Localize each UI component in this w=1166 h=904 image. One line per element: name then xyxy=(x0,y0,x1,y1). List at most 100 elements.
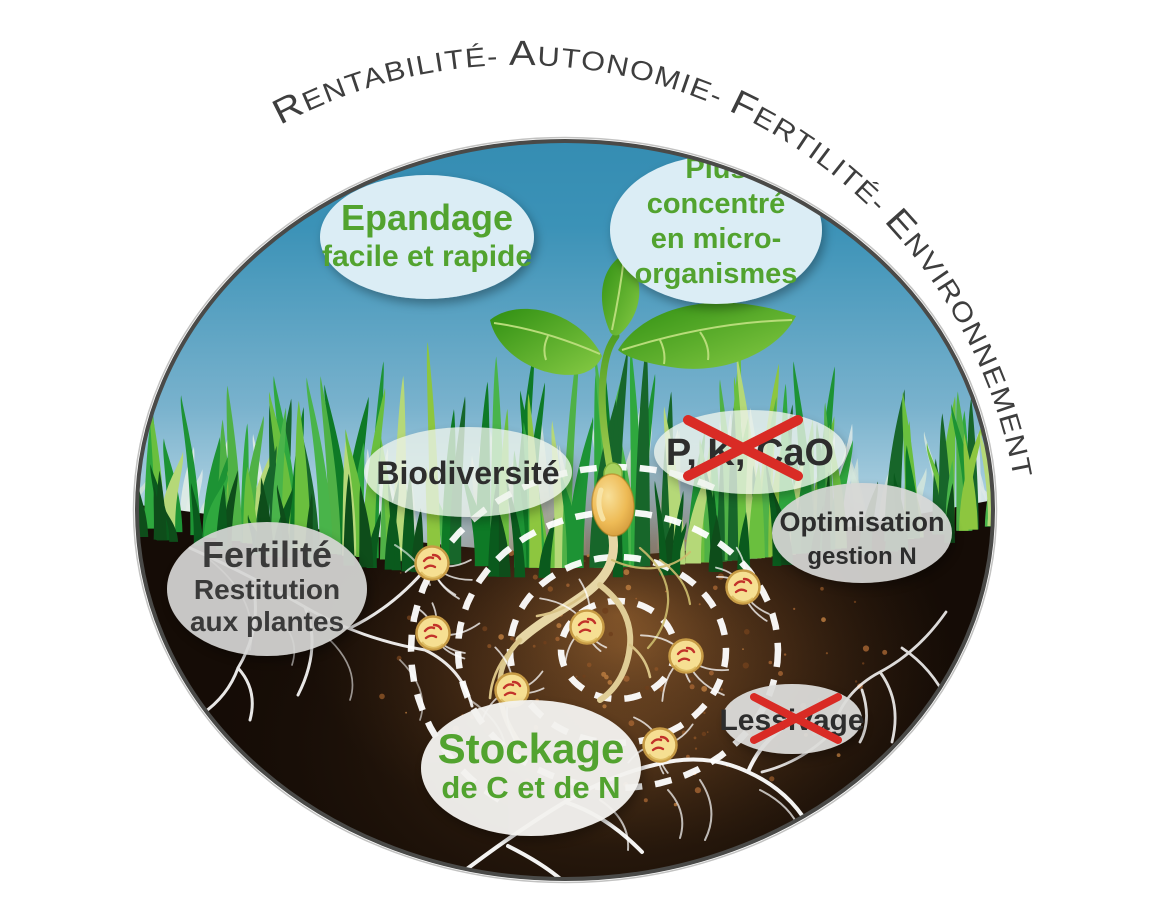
bubble-fertilite-line1: Fertilité xyxy=(202,534,332,575)
soil-speckle xyxy=(689,684,695,690)
soil-speckle xyxy=(793,607,796,611)
soil-speckle xyxy=(532,644,536,648)
soil-speckle xyxy=(706,731,709,733)
soil-speckle xyxy=(742,662,749,669)
soil-speckle xyxy=(768,660,773,665)
soil-speckle xyxy=(694,747,698,750)
bubble-micro-line3: en micro- xyxy=(651,223,782,255)
soil-speckle xyxy=(825,652,829,655)
soil-speckle xyxy=(628,720,635,727)
bubble-stockage-line2: de C et de N xyxy=(441,770,620,805)
seedling-illustration xyxy=(490,254,796,537)
soil-speckle xyxy=(713,585,718,591)
grass-blade xyxy=(343,473,355,566)
circle-border-outer xyxy=(132,136,998,884)
grass-blade xyxy=(163,503,179,542)
bubble-optimisation-shape xyxy=(772,483,952,583)
red-cross-icon xyxy=(750,693,842,744)
soil-speckle xyxy=(854,680,858,683)
dashed-ring xyxy=(557,597,679,703)
soil-speckle xyxy=(645,685,650,691)
grass-blade xyxy=(294,400,311,551)
grass-blade xyxy=(671,490,684,575)
soil-speckle xyxy=(487,644,492,649)
soil-speckle xyxy=(602,607,609,614)
soil-speckle xyxy=(703,711,706,715)
soil-speckle xyxy=(583,560,586,562)
soil-speckle xyxy=(862,662,865,665)
bubble-micro-organismes: Plus concentré en micro- organismes xyxy=(610,153,822,304)
bubble-biodiversite-shape xyxy=(364,427,572,517)
grass-blade xyxy=(963,433,978,530)
bubble-fertilite-shape xyxy=(167,522,367,656)
soil-speckle xyxy=(543,641,547,645)
bubble-micro-line2: concentré xyxy=(647,188,786,220)
soil-speckle xyxy=(547,586,553,592)
bubble-stockage-line1: Stockage xyxy=(438,725,625,772)
microbe-icon xyxy=(725,569,761,605)
red-cross-icon xyxy=(683,415,803,481)
microbe-shade xyxy=(731,595,754,603)
soil-speckle xyxy=(673,802,678,807)
microbe-icons-layer xyxy=(414,545,761,763)
bubble-lessivage: Lessivage xyxy=(719,684,865,754)
bubble-epandage-shape xyxy=(320,175,534,299)
grass-blade xyxy=(359,485,374,568)
bubble-fertilite-line2: Restitution xyxy=(194,574,340,605)
grass-blade xyxy=(538,517,555,578)
microbe-shade xyxy=(420,571,443,579)
bubble-stockage: Stockage de C et de N xyxy=(421,700,641,836)
leaf-right-icon xyxy=(618,302,796,369)
bubble-biodiversite-line1: Biodiversité xyxy=(376,455,559,491)
grass-blade xyxy=(191,483,204,546)
soil-speckle xyxy=(742,648,744,650)
soil-speckle xyxy=(698,603,701,606)
grass-blade xyxy=(708,514,724,572)
soil-speckle xyxy=(853,600,857,604)
dashed-ring xyxy=(454,508,782,792)
bubble-micro-line4: organismes xyxy=(635,258,798,290)
microbe-marks xyxy=(650,735,670,752)
soil-speckle xyxy=(586,554,590,558)
cross-stroke xyxy=(683,415,803,481)
microbe-icon xyxy=(569,609,605,645)
grass-blade xyxy=(270,407,287,547)
soil-speckle xyxy=(566,583,570,587)
microbe-icon xyxy=(415,615,451,651)
microbe-marks xyxy=(733,577,753,594)
microbe-icon xyxy=(414,545,450,581)
soil-speckle xyxy=(625,584,632,591)
bubble-optimisation: Optimisation gestion N xyxy=(772,483,952,583)
soil-speckle xyxy=(379,693,385,700)
soil-speckle xyxy=(643,798,648,803)
bubble-micro-shape xyxy=(610,156,822,304)
microbe-marks xyxy=(423,623,443,640)
soil-speckle xyxy=(635,597,638,600)
grass-blade xyxy=(654,480,668,576)
soil-speckle xyxy=(586,662,592,668)
soil-speckle xyxy=(821,617,826,623)
microbe-icon xyxy=(668,638,704,674)
soil-speckle xyxy=(602,704,607,709)
grass-blade xyxy=(320,376,341,555)
soil-speckle xyxy=(701,731,707,737)
soil-speckle xyxy=(582,674,586,678)
stem xyxy=(598,332,620,484)
soil-speckle xyxy=(604,674,609,680)
microbe-marks xyxy=(676,646,696,663)
soil-speckle xyxy=(623,569,630,576)
grass-blade xyxy=(560,470,583,568)
microbe-icon xyxy=(642,727,678,763)
soil-speckle xyxy=(607,680,613,685)
soil-speckle xyxy=(778,671,783,676)
seed-highlight xyxy=(596,487,606,522)
microbe-shade xyxy=(575,635,598,643)
bubble-epandage-line2: facile et rapide xyxy=(322,240,532,273)
soil-speckle xyxy=(555,636,560,642)
microbe-shade xyxy=(648,753,671,761)
soil-speckle xyxy=(623,675,630,682)
grass-blade xyxy=(153,486,164,540)
soil-speckle xyxy=(405,711,407,714)
